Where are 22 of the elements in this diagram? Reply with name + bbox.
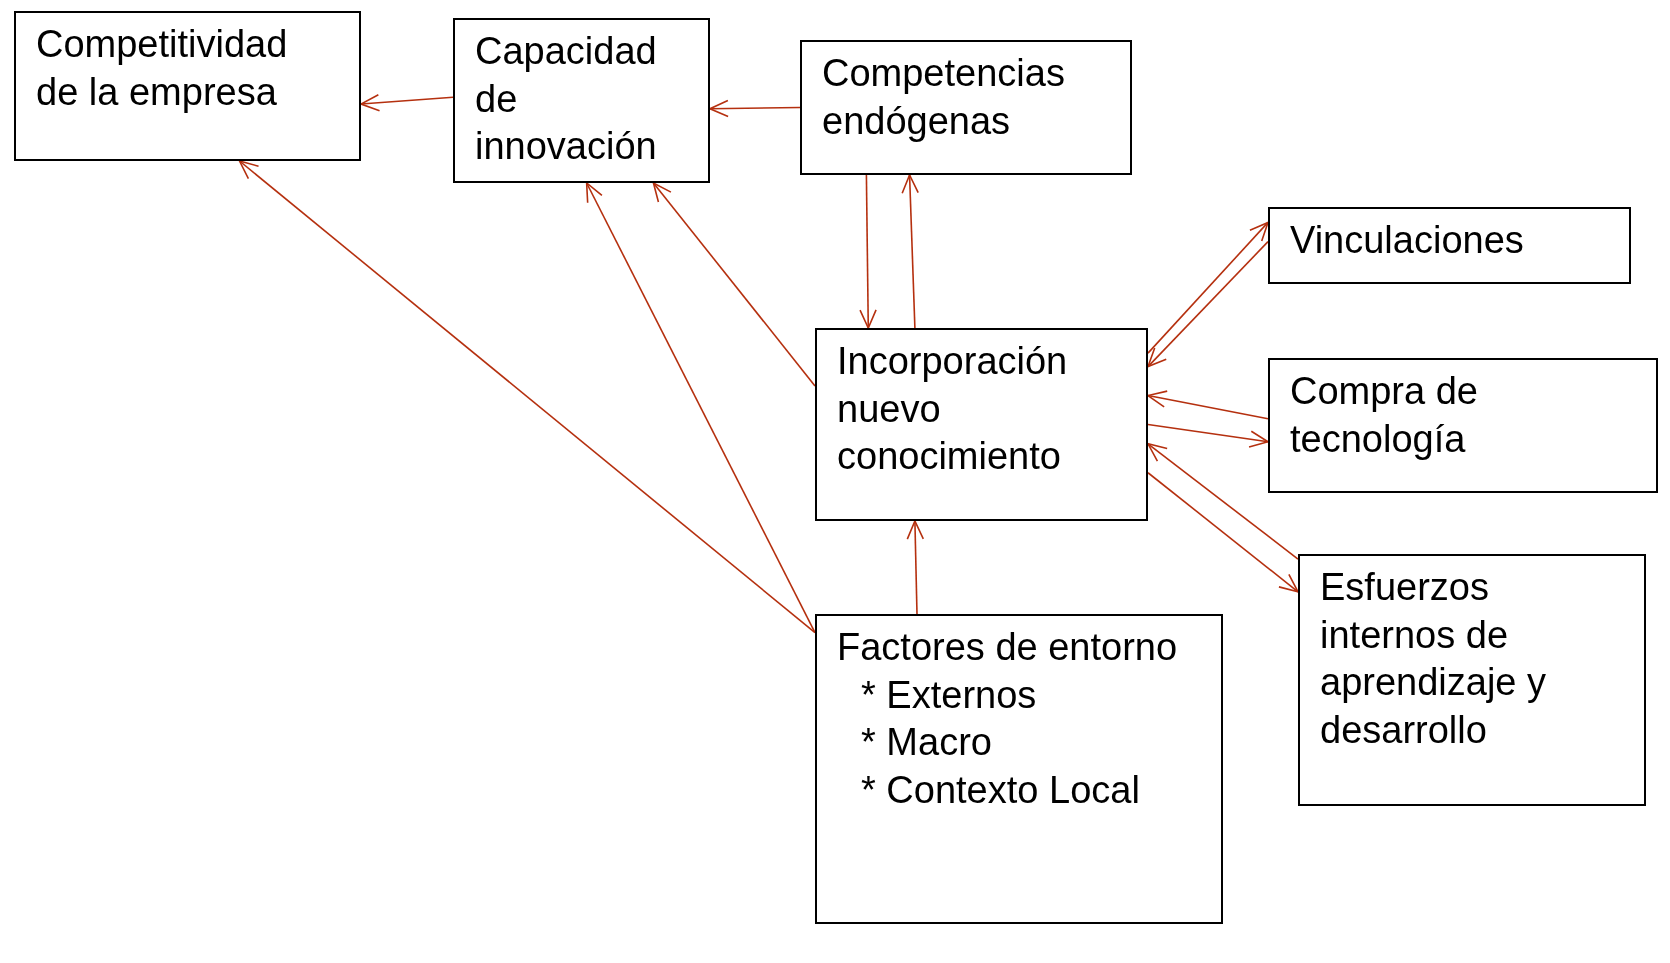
arrow <box>238 160 816 634</box>
arrow <box>1147 390 1269 420</box>
arrow <box>360 93 454 112</box>
arrow <box>652 182 816 387</box>
arrow <box>1147 471 1299 593</box>
arrow <box>709 99 801 118</box>
arrow <box>1147 240 1269 368</box>
text-box: Factores de entorno * Externos * Macro * Contexto Local <box>815 614 1223 924</box>
text-box: Compra de tecnología <box>1268 358 1658 493</box>
text-box: Competitividad de la empresa <box>14 11 361 161</box>
arrow <box>906 520 925 615</box>
arrow <box>1147 443 1299 560</box>
text-box: Competencias endógenas <box>800 40 1132 175</box>
arrow <box>901 174 919 329</box>
text-box: Incorporación nuevo conocimiento <box>815 328 1148 521</box>
arrow <box>1147 221 1269 354</box>
text-box: Vinculaciones <box>1268 207 1631 284</box>
arrow <box>1147 423 1269 448</box>
arrow <box>585 182 816 634</box>
text-box: Esfuerzos internos de aprendizaje y desarrollo <box>1298 554 1646 806</box>
arrow <box>859 174 877 329</box>
text-box: Capacidad de innovación <box>453 18 710 183</box>
